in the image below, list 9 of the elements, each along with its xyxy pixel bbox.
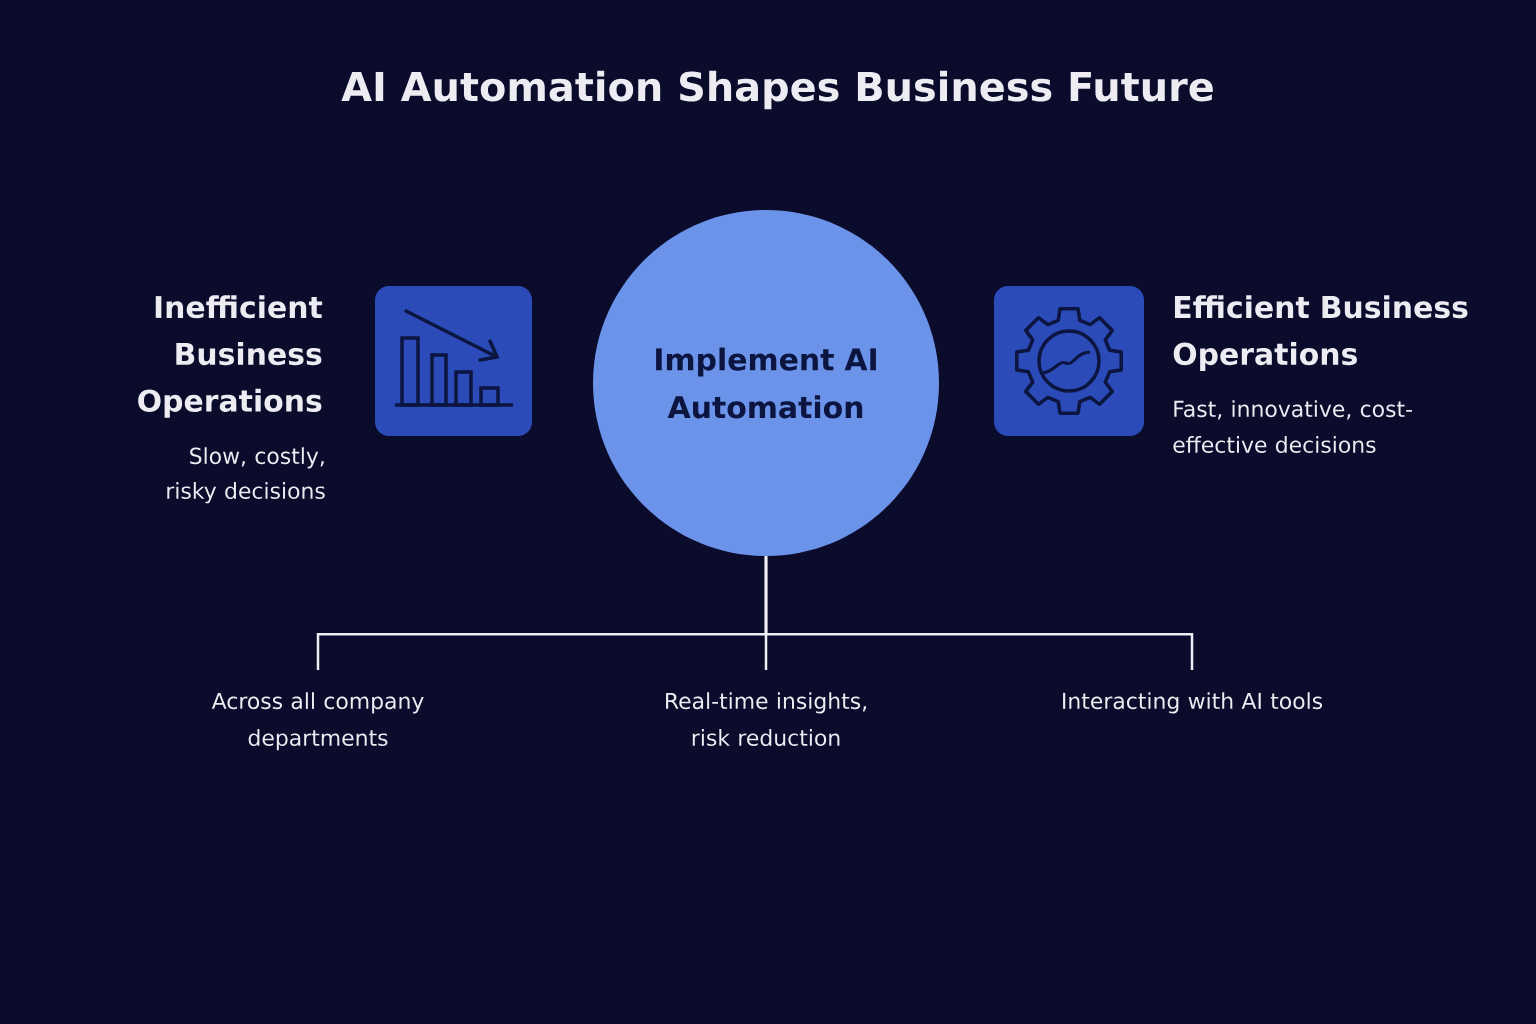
branch-text: Real-time insights, risk reduction — [666, 692, 866, 747]
connector-line — [764, 556, 1194, 670]
description: Fast, innovative, cost-effective decisions — [1173, 400, 1412, 454]
heading: Inefficient Business Operations — [138, 295, 323, 418]
description: Slow, costly, risky decisions — [167, 447, 325, 504]
branch-text: Interacting with AI tools — [1063, 692, 1323, 714]
branch-text: Across all company departments — [211, 692, 424, 751]
heading: Efficient Business Operations — [1173, 295, 1468, 371]
title: AI Automation Shapes Business Future — [341, 70, 1213, 110]
